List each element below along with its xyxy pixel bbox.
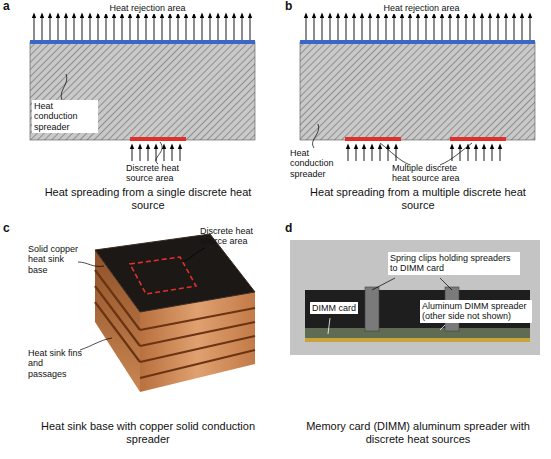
leader-line [80,338,112,350]
leader-line [328,318,330,334]
panel-caption: Memory card (DIMM) aluminum spreader wit… [300,420,536,445]
panel-letter: a [3,0,17,14]
heat-sink-illustration [78,234,255,392]
panel-letter: c [3,222,17,236]
annotation-label: Solid copper heat sink base [28,244,83,275]
leader-line [440,278,452,290]
panel-caption: Heat sink base with copper solid conduct… [30,420,266,445]
annotation-label: Heat sink fins and passages [28,348,83,379]
leader-line [440,143,472,165]
leader-line [182,248,205,262]
annotation-label: Heat conduction spreader [290,148,352,179]
panel-letter: b [285,0,299,14]
annotation-label: Multiple discrete heat source area [392,163,466,184]
panel-letter: d [285,222,299,236]
annotation-label: Aluminum DIMM spreader (other side not s… [420,300,532,323]
annotation-label: Heat rejection area [372,2,471,14]
panel-caption: Heat spreading from a single discrete he… [30,186,266,211]
panel-a-art [30,12,255,164]
leader-line [372,278,395,290]
dimm-illustration [290,240,540,355]
annotation-label: DIMM card [310,302,358,314]
leader-line [78,262,104,266]
spreader-block [30,42,255,140]
heat-source-strip [130,137,186,141]
annotation-label: Discrete heat source area [200,226,260,247]
spreader-block [300,42,535,140]
rejection-surface [300,40,535,44]
annotation-label: Heat conduction spreader [32,100,98,133]
heat-flow-arrows [345,143,401,161]
heat-flow-arrows [300,12,535,40]
leader-line [380,143,410,165]
annotation-label: Heat rejection area [98,2,197,14]
panel-caption: Heat spreading from a multiple discrete … [300,186,536,211]
heat-source-strip [345,137,401,141]
heat-flow-arrows [130,143,186,161]
annotation-label: Spring clips holding spreaders to DIMM c… [388,252,520,275]
leader-line [61,74,67,100]
leader-line [312,124,318,148]
heat-source-strip [450,137,506,141]
rejection-surface [30,40,255,44]
heat-source-outline [130,257,196,294]
leader-line [156,142,162,164]
leader-line [440,325,445,330]
heat-flow-arrows [450,143,506,161]
heat-flow-arrows [30,12,255,40]
annotation-label: Discrete heat source area [126,163,196,184]
panel-b-art [300,12,535,165]
